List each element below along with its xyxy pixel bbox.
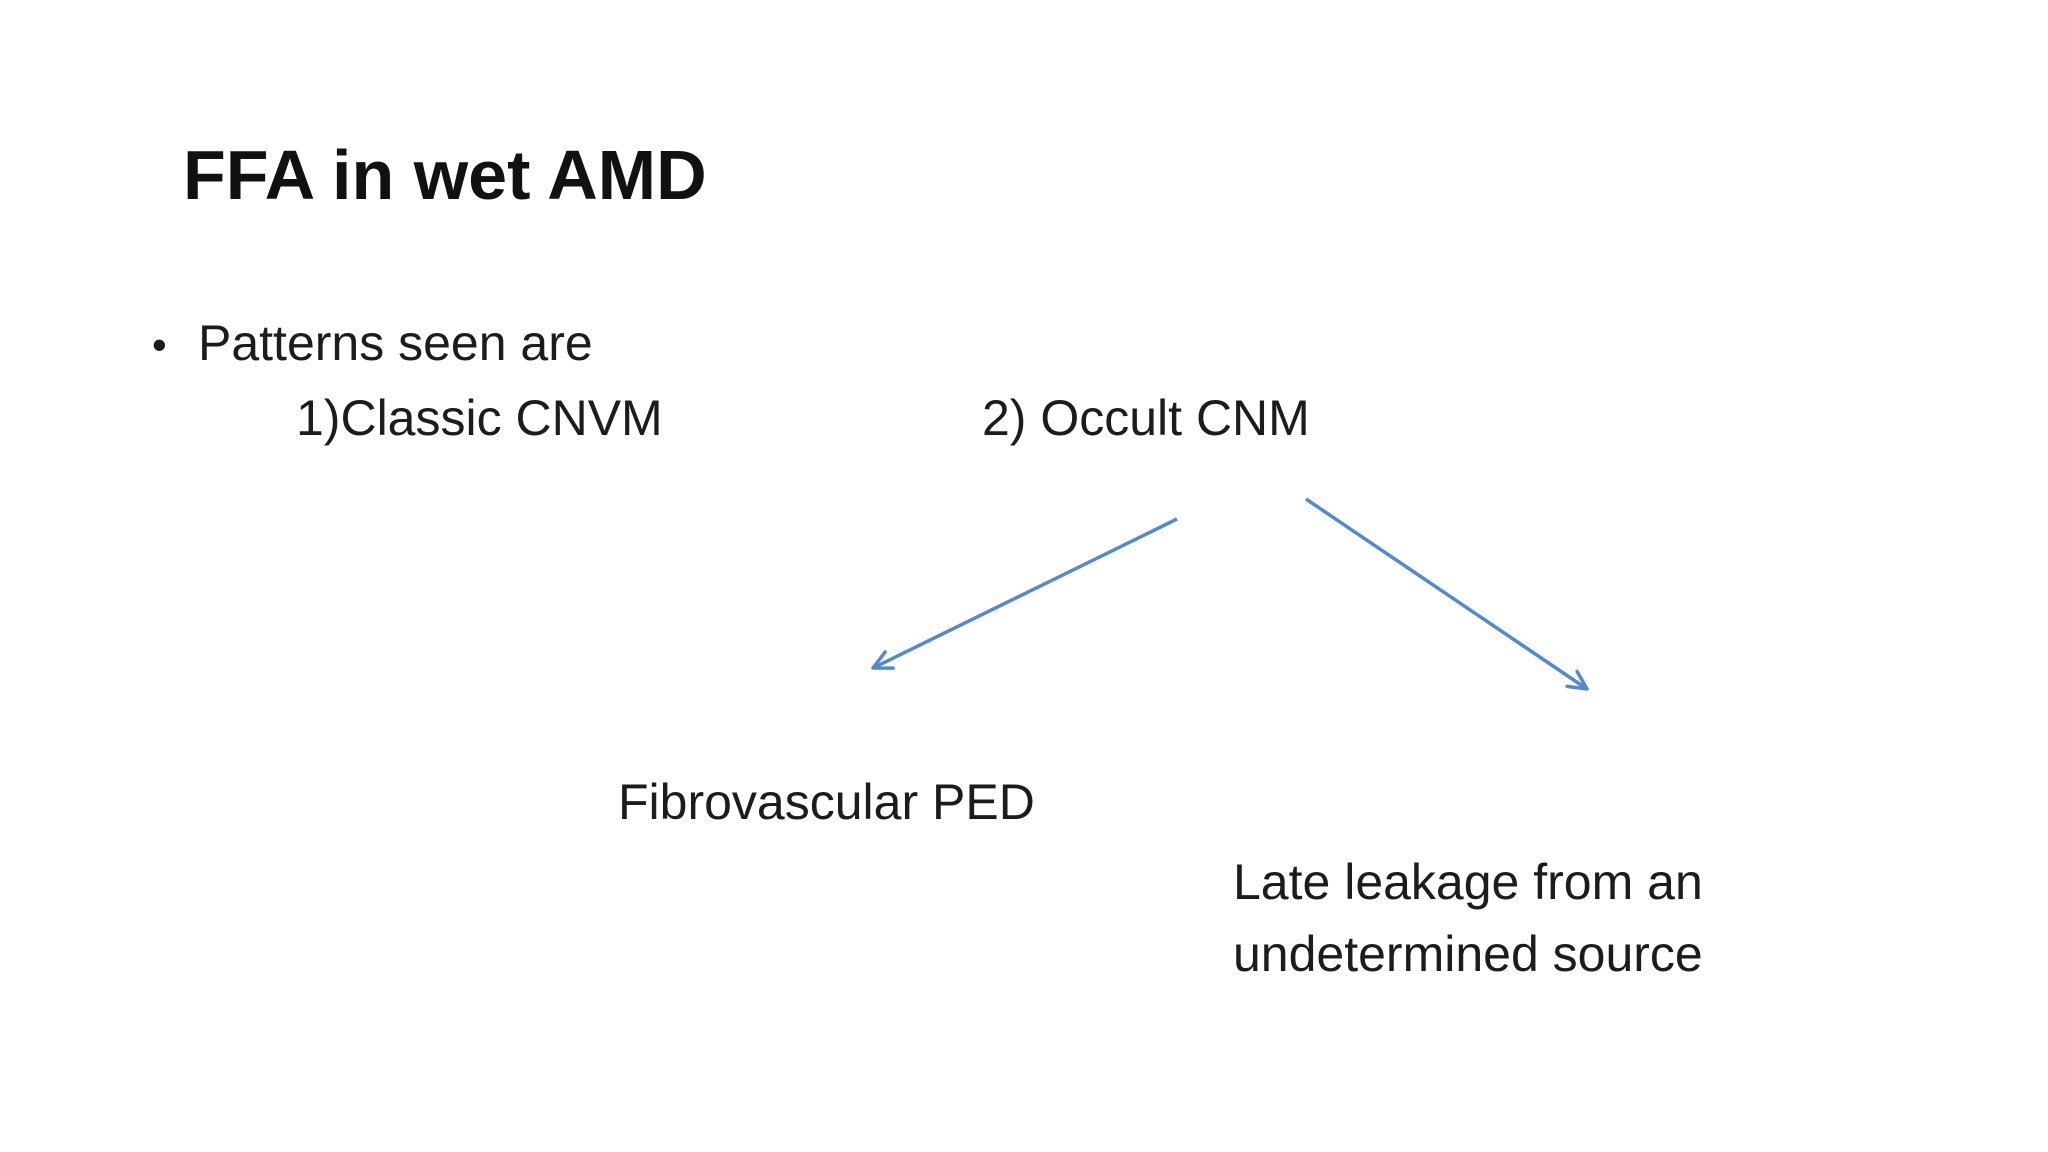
leaf-late-leakage-line2: undetermined source: [1233, 926, 1703, 982]
leaf-fibrovascular-ped: Fibrovascular PED: [618, 774, 1035, 830]
pattern-item-classic-cnvm: 1)Classic CNVM: [296, 390, 663, 446]
arrow-to-late-leakage: [1305, 497, 1589, 691]
bullet-text-patterns-seen: Patterns seen are: [198, 315, 593, 371]
branch-arrows: [871, 497, 1589, 691]
leaf-late-leakage-line1: Late leakage from an: [1233, 854, 1703, 910]
bullet-marker: •: [152, 321, 167, 368]
slide-title: FFA in wet AMD: [183, 136, 707, 214]
pattern-item-occult-cnm: 2) Occult CNM: [982, 390, 1310, 446]
arrow-to-fibrovascular-ped: [871, 517, 1178, 670]
leaf-late-leakage: Late leakage from an undetermined source: [1233, 846, 1703, 990]
